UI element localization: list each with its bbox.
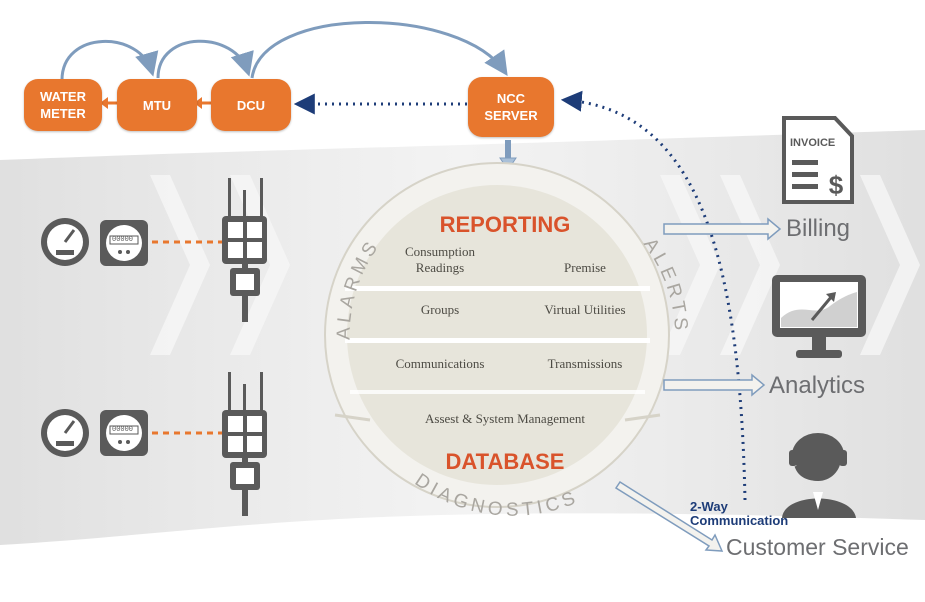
node-dcu: DCU [211,79,291,131]
label-two-way-communication: 2-Way Communication [690,499,789,528]
node-mtu: MTU [117,79,197,131]
monitor-chart-icon [772,275,866,358]
system-circle [324,162,670,508]
collector-tower-icon [222,372,267,516]
item-premise: Premise [564,260,606,275]
node-ncc-server: NCC SERVER [468,77,554,137]
item-consumption-readings: Consumption Readings [404,244,476,275]
meter-display-1: 00000 [112,236,134,244]
digital-meter-icon [100,410,148,456]
label-billing: Billing [786,215,851,242]
item-communications: Communications [395,356,485,371]
label-analytics: Analytics [769,372,866,399]
arrow-to-billing [663,217,782,241]
collector-tower-icon [222,178,267,322]
digital-meter-icon [100,220,148,266]
svg-text:$: $ [829,170,844,200]
node-water-meter: WATER METER [24,79,102,131]
output-arrows [614,217,782,552]
arc-dcu-to-ncc [250,21,508,79]
arc-mtu-to-dcu [156,39,254,79]
arc-water-to-mtu [60,40,159,81]
flow-arc-arrows [60,21,508,81]
gauge-icon [41,218,89,266]
item-asset-system-management: Assest & System Management [425,411,585,426]
database-title: DATABASE [445,449,565,474]
arrow-to-analytics [663,373,766,397]
label-customer-service: Customer Service [726,534,909,560]
headset-agent-icon [782,433,856,518]
item-groups: Groups [420,302,460,317]
invoice-icon: $ [782,116,854,204]
dotted-two-way-curve [560,90,747,501]
gauge-icon [41,409,89,457]
invoice-label: INVOICE [790,137,836,149]
meter-display-2: 00000 [112,426,134,434]
item-transmissions: Transmissions [547,356,623,371]
reporting-title: REPORTING [439,212,571,237]
item-virtual-utilities: Virtual Utilities [544,302,626,317]
arrow-to-customer [614,480,724,552]
